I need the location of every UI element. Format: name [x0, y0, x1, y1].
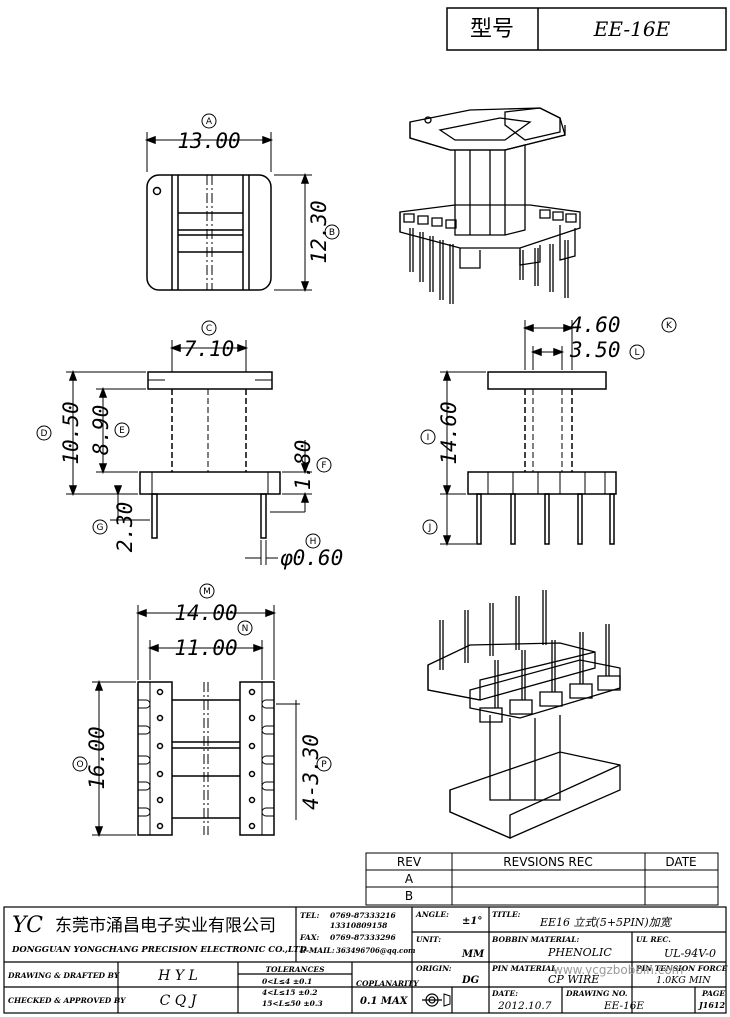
callout-l: L — [634, 348, 639, 358]
page-label: PAGE — [701, 989, 725, 998]
dim-e: 8.90 — [89, 405, 113, 456]
tel-label: TEL: — [300, 911, 320, 920]
company-name-cn: 东莞市涌昌电子实业有限公司 — [55, 916, 276, 936]
title-label: TITLE: — [492, 910, 521, 919]
origin-label: ORIGIN: — [416, 964, 452, 973]
dim-b: 12.30 — [307, 200, 331, 263]
callout-circles — [36, 113, 677, 772]
side-view — [440, 320, 617, 547]
tel-1: 0769-87333216 — [330, 911, 397, 920]
title-block — [3, 906, 727, 1014]
fax-label: FAX: — [299, 933, 320, 942]
date: 2012.10.7 — [497, 1000, 552, 1012]
dim-i: 14.60 — [437, 401, 461, 464]
page: J1612 — [697, 1000, 725, 1010]
dim-m: 14.00 — [174, 601, 237, 625]
callout-f: F — [321, 461, 326, 471]
callout-m: M — [203, 587, 211, 597]
callout-p: P — [321, 760, 327, 770]
fax: 0769-87333296 — [330, 933, 397, 942]
dim-o: 16.00 — [85, 726, 109, 789]
rev-header: REV — [397, 855, 422, 869]
front-view — [66, 340, 312, 565]
iso-view-bottom — [427, 590, 621, 839]
callout-h: H — [310, 537, 317, 547]
dim-c: 7.10 — [184, 337, 235, 361]
header-type-label: 型号 — [470, 17, 514, 42]
tension-label: PIN TENSION FORCE — [635, 964, 728, 973]
email-label: E-MAIL: — [299, 946, 335, 955]
coplanarity-label: COPLANARITY — [356, 979, 419, 988]
tension-force: 1.0KG MIN — [656, 975, 711, 986]
callout-c: C — [206, 324, 212, 334]
dim-g: 2.30 — [113, 502, 137, 553]
company-name-en: DONGGUAN YONGCHANG PRECISION ELECTRONIC … — [11, 945, 308, 955]
callout-j: J — [428, 523, 432, 533]
origin: DG — [461, 975, 480, 986]
tolerance-3: 15<L≤50 ±0.3 — [262, 999, 323, 1008]
dim-p: 4-3.30 — [299, 734, 323, 810]
callout-n: N — [242, 624, 249, 634]
checked-label: CHECKED & APPROVED BY — [8, 996, 126, 1005]
watermark: www.ycgzbobbin.com — [553, 963, 683, 977]
tolerance-1: 0<L≤4 ±0.1 — [262, 977, 312, 986]
title: EE16 立式(5+5PIN)加宽 — [539, 916, 673, 929]
dim-d: 10.50 — [59, 401, 83, 464]
tolerances-label: TOLERANCES — [265, 965, 325, 974]
date-label: DATE: — [491, 989, 518, 998]
tolerance-2: 4<L≤15 ±0.2 — [262, 988, 317, 997]
top-view — [144, 132, 312, 293]
dim-h: φ0.60 — [280, 546, 343, 570]
dim-a: 13.00 — [177, 129, 240, 153]
drawn-label: DRAWING & DRAFTED BY — [7, 971, 120, 980]
rev-row-b: B — [405, 889, 413, 903]
pin-material-label: PIN MATERIAL — [491, 964, 556, 973]
dim-f: 1.80 — [291, 440, 315, 491]
header-box: 型号 EE-16E — [446, 7, 727, 51]
callout-i: I — [427, 433, 430, 443]
callout-b: B — [329, 228, 335, 238]
iso-view-top — [399, 107, 581, 304]
unit: MM — [461, 949, 485, 960]
bottom-view — [92, 605, 300, 838]
dim-l: 3.50 — [569, 338, 621, 362]
angle-label: ANGLE: — [415, 910, 449, 919]
revisions-rec-header: REVSIONS REC — [503, 855, 592, 869]
callout-a: A — [206, 117, 213, 127]
callout-k: K — [666, 321, 673, 331]
ul-label: UL REC. — [636, 935, 671, 944]
header-model: EE-16E — [593, 17, 671, 41]
ul-rec: UL-94V-0 — [664, 947, 716, 960]
callout-o: O — [76, 760, 83, 770]
callout-d: D — [41, 429, 48, 439]
email: 363496706@qq.com — [336, 946, 415, 955]
callout-e: E — [119, 426, 125, 436]
drawing-no-label: DRAWING NO. — [565, 989, 628, 998]
coplanarity: 0.1 MAX — [360, 996, 409, 1007]
checked-by: C Q J — [160, 993, 198, 1009]
pin-material: CP WIRE — [548, 973, 599, 986]
tel-2: 13310809158 — [330, 921, 388, 930]
angle: ±1° — [462, 916, 482, 927]
unit-label: UNIT: — [416, 935, 441, 944]
drawing-no: EE-16E — [603, 1000, 644, 1012]
drawn-by: H Y L — [157, 968, 198, 984]
bobbin-label: BOBBIN MATERIAL: — [491, 935, 580, 944]
company-logo: YC — [12, 913, 43, 938]
callout-g: G — [97, 523, 104, 533]
rev-row-a: A — [405, 872, 414, 886]
bobbin-material: PHENOLIC — [547, 946, 612, 959]
dim-k: 4.60 — [570, 313, 621, 337]
revision-table — [365, 852, 719, 906]
dim-n: 11.00 — [174, 636, 237, 660]
date-header: DATE — [665, 855, 696, 869]
